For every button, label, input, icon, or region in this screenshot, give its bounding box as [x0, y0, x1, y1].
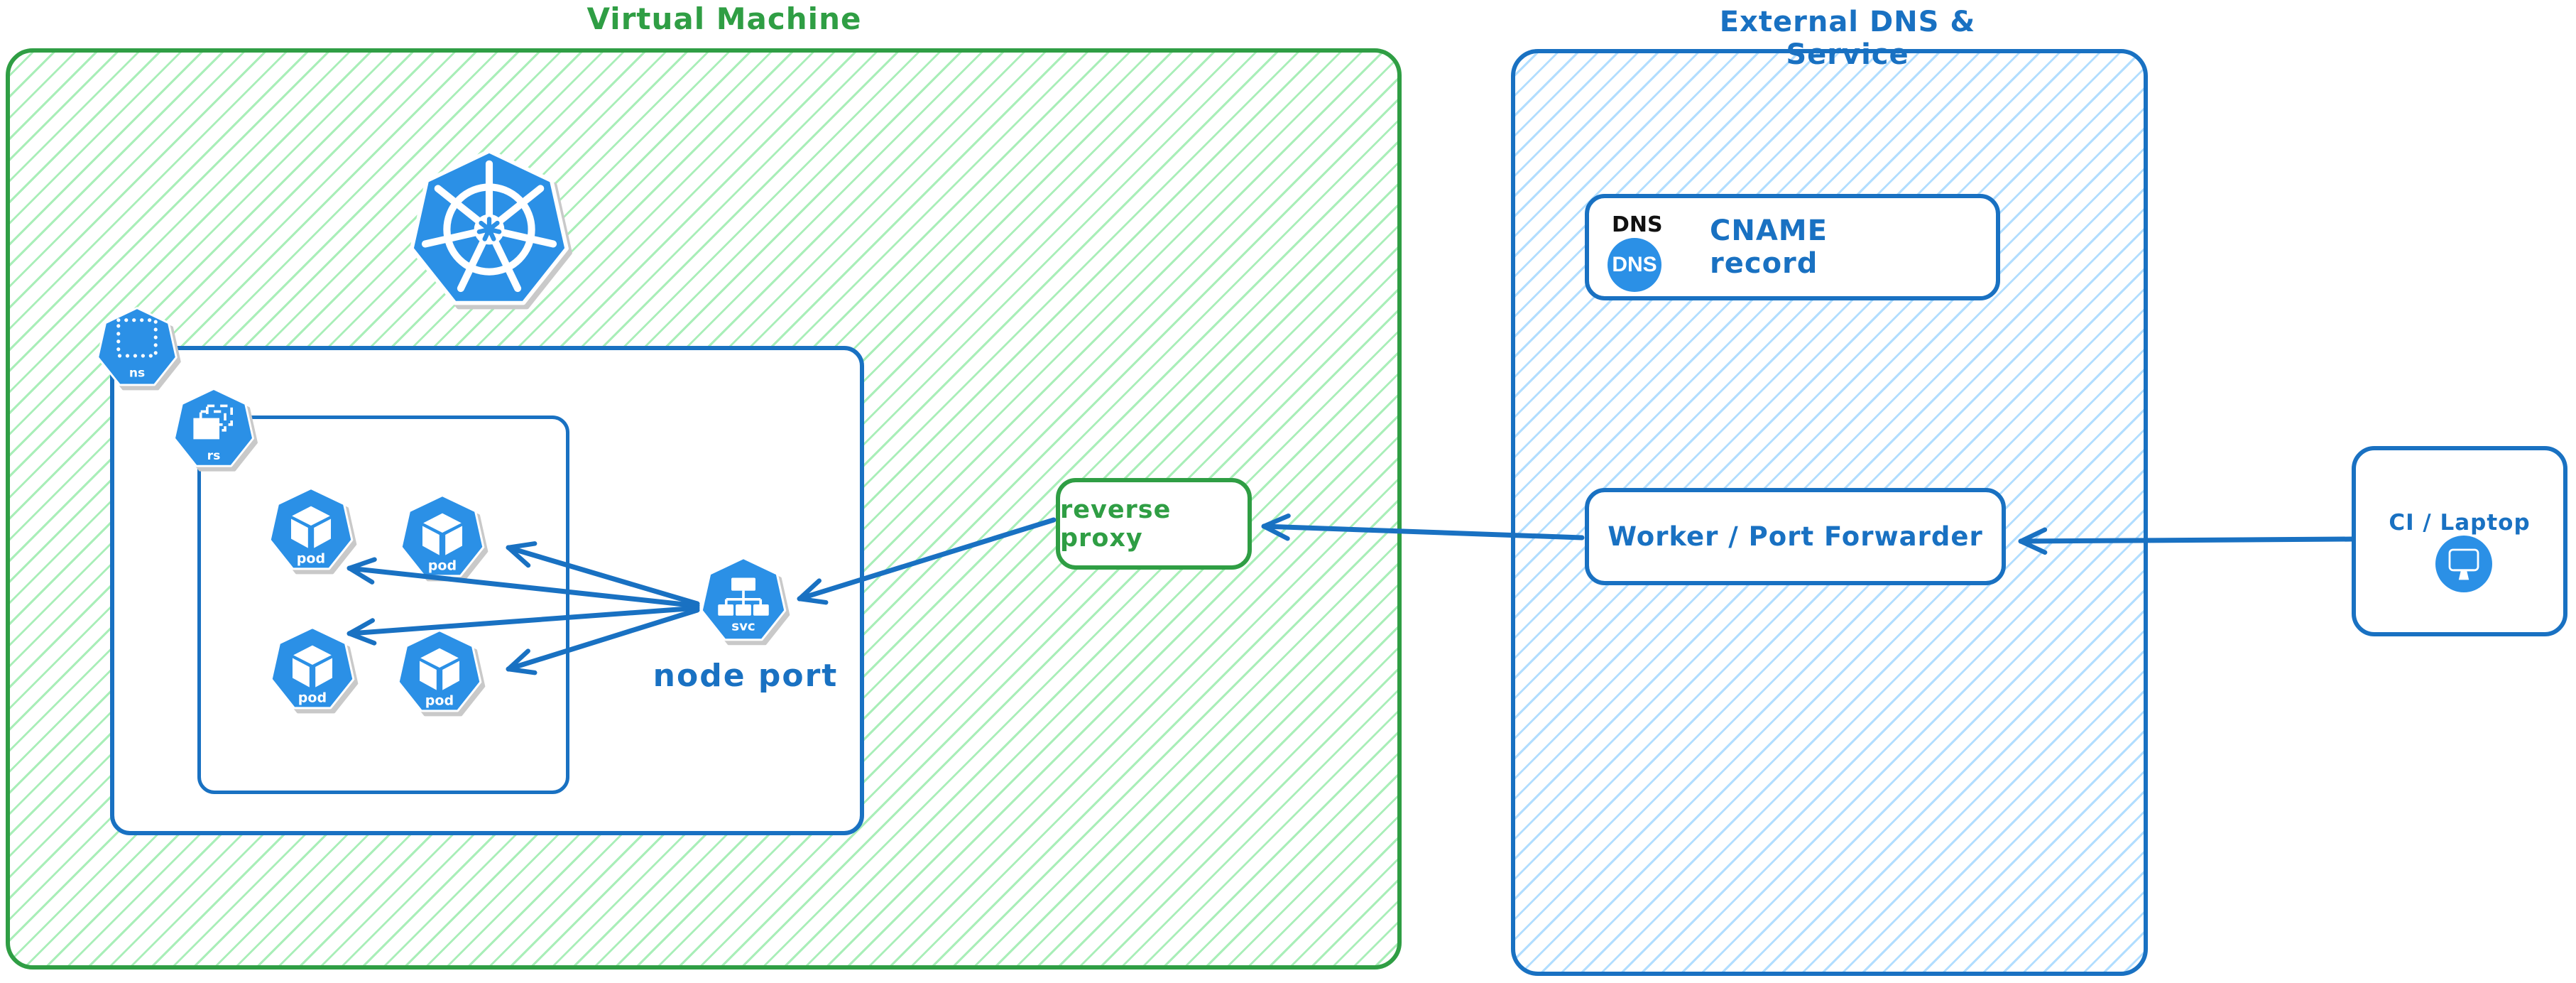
pod-icon: pod: [397, 629, 482, 712]
pod-icon-label: pod: [428, 558, 457, 574]
pod-icon: pod: [400, 494, 485, 577]
monitor-icon: [2435, 536, 2492, 592]
external-dns-title: External DNS & Service: [1719, 6, 1976, 71]
ci-laptop-label: CI / Laptop: [2389, 510, 2531, 536]
cname-record-label: CNAME record: [1710, 214, 1828, 280]
dns-icon: DNS: [1608, 238, 1661, 292]
service-icon: svc: [700, 557, 787, 641]
replicaset-icon: rs: [173, 388, 254, 467]
namespace-icon: ns: [97, 307, 178, 386]
replicaset-icon-label: rs: [207, 449, 221, 463]
dns-heading: DNS: [1612, 212, 1663, 237]
replicaset-box: [197, 416, 569, 794]
ci-laptop-card: CI / Laptop: [2352, 446, 2567, 636]
pod-icon: pod: [270, 626, 355, 710]
pod-icon-label: pod: [297, 551, 325, 567]
kubernetes-icon: [409, 146, 569, 313]
pod-icon-label: pod: [298, 690, 327, 706]
service-icon-label: svc: [731, 619, 755, 634]
reverse-proxy-label: reverse proxy: [1060, 495, 1172, 553]
vm-title: Virtual Machine: [586, 1, 862, 36]
pod-icon: pod: [268, 487, 354, 570]
reverse-proxy-box: reverse proxy: [1056, 478, 1252, 570]
namespace-icon-label: ns: [129, 366, 145, 381]
worker-port-forwarder-card: Worker / Port Forwarder: [1585, 488, 2006, 585]
pod-icon-label: pod: [425, 693, 454, 709]
worker-port-forwarder-label: Worker / Port Forwarder: [1608, 521, 1983, 552]
node-port-label: node port: [653, 658, 839, 694]
dns-record-card: DNS DNS CNAME record: [1585, 194, 2000, 300]
